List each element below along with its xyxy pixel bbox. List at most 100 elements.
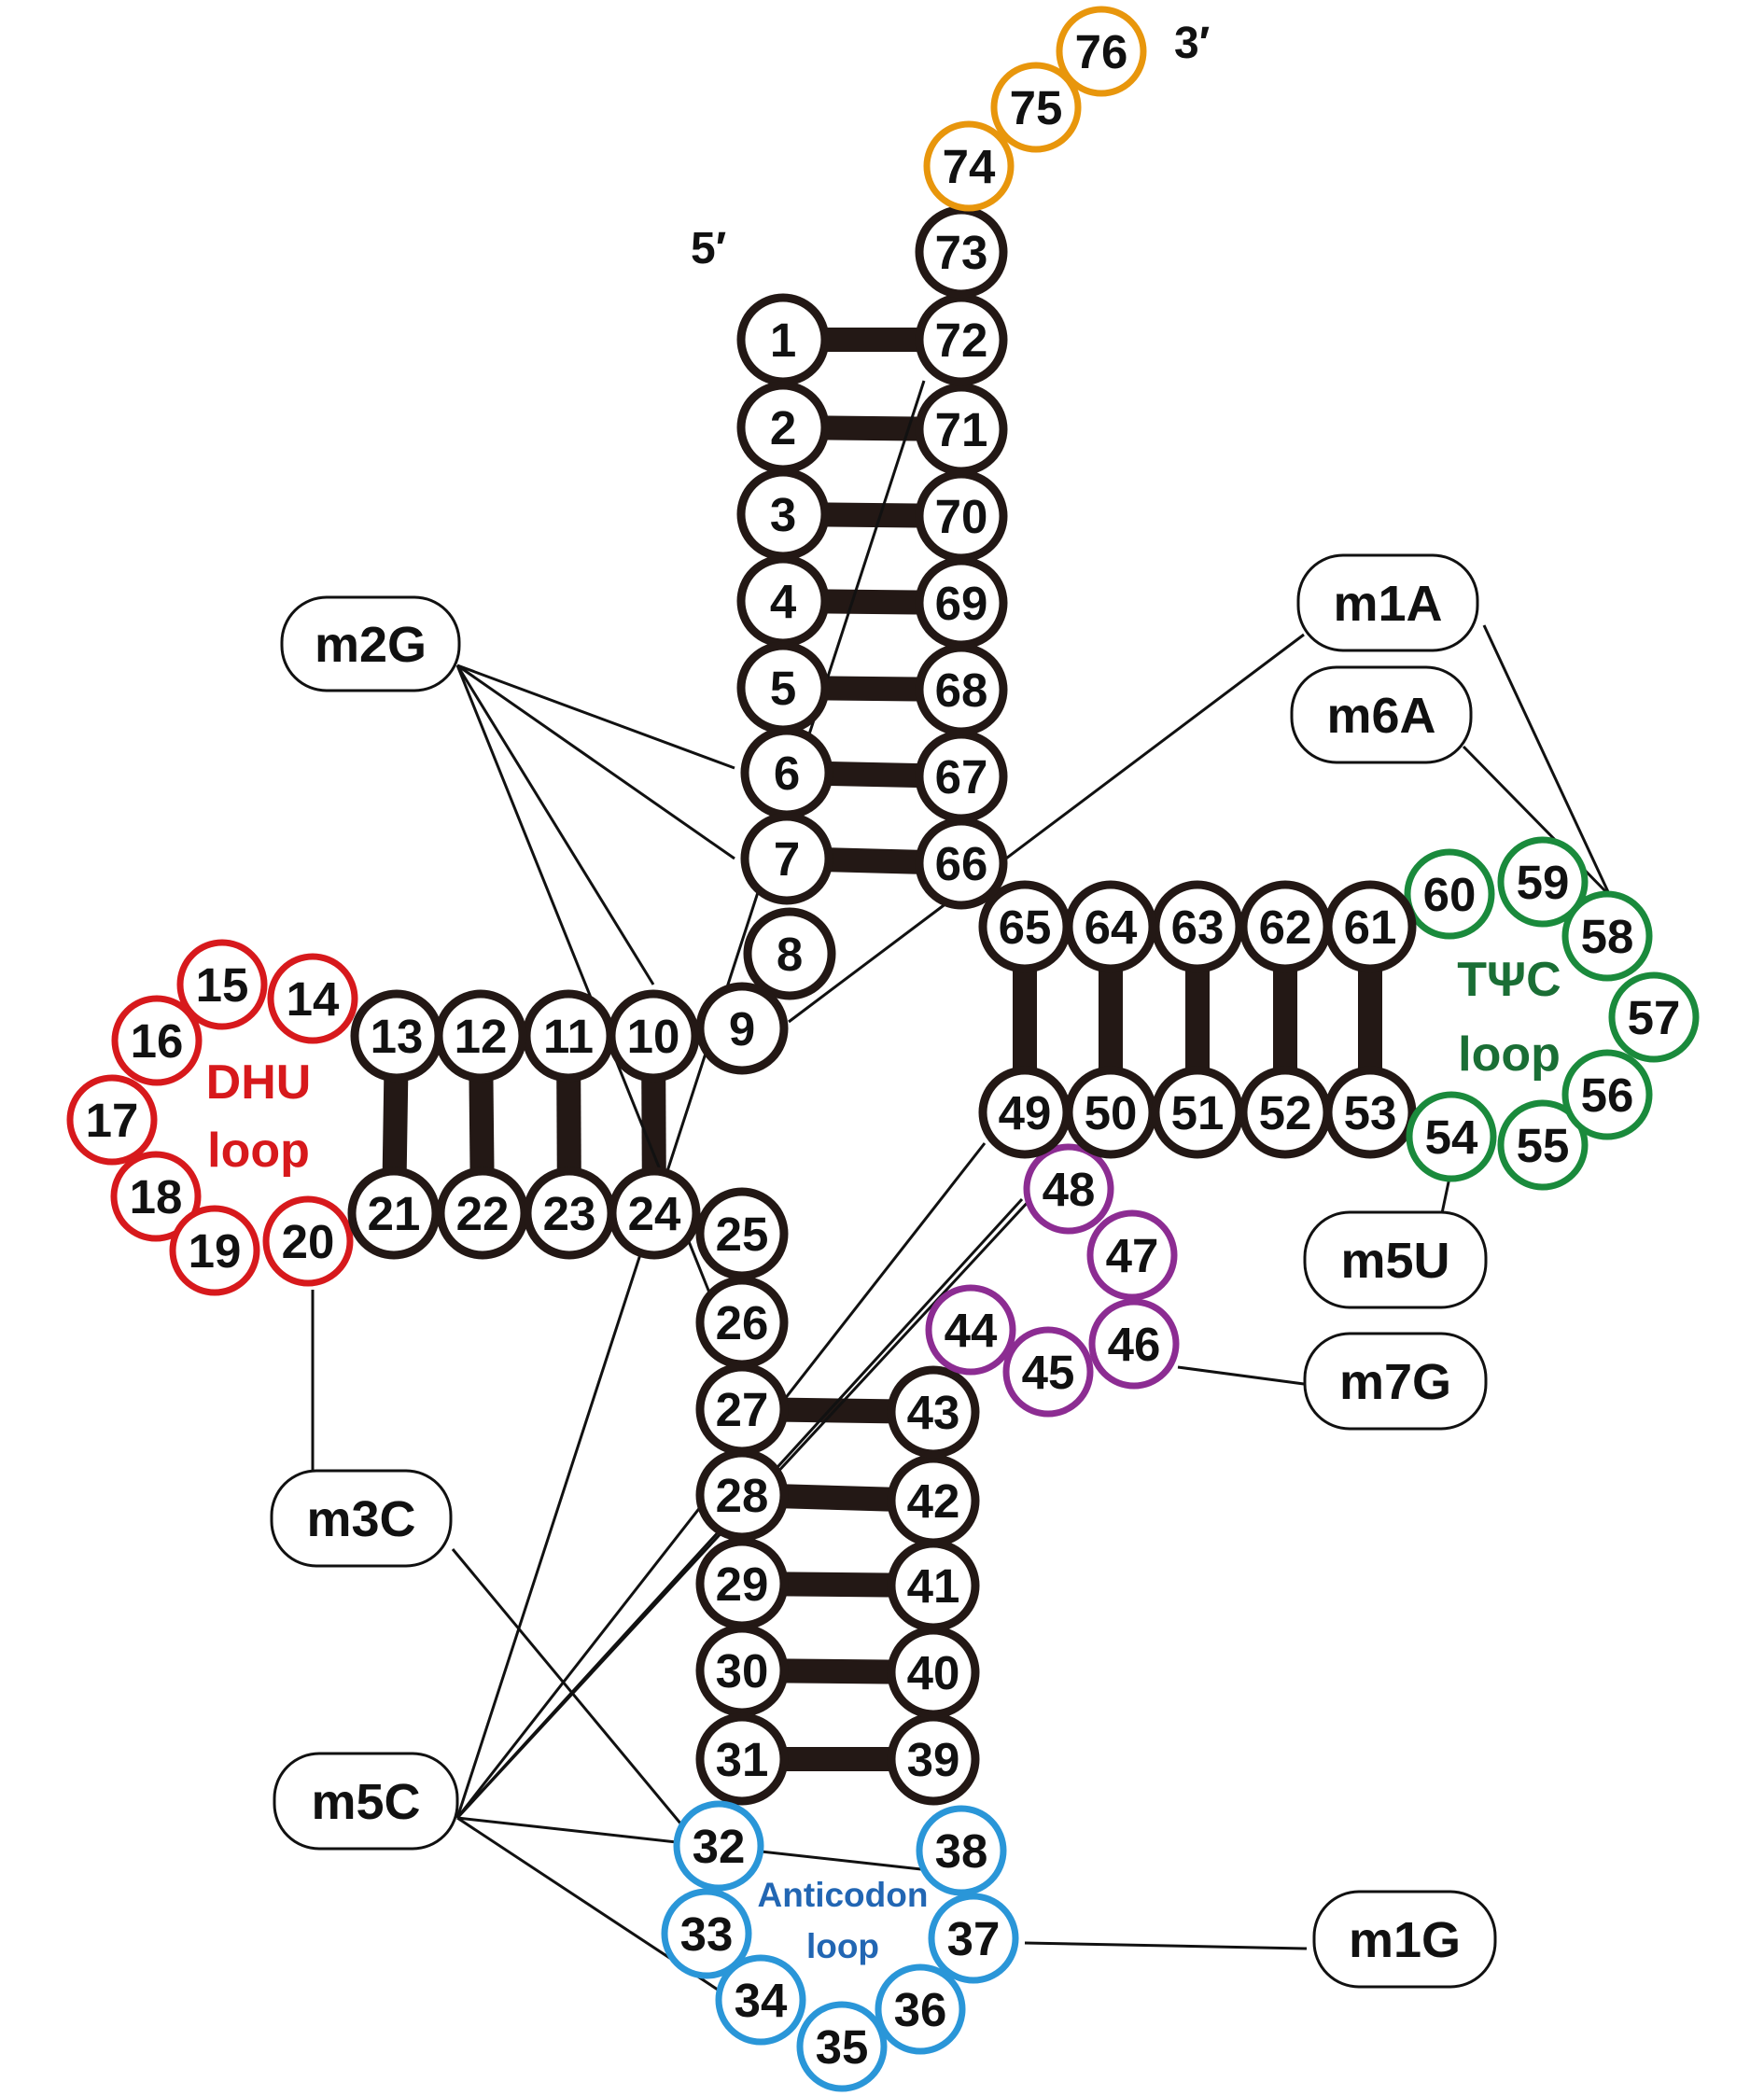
modification-box-outline-m1g <box>1312 1890 1497 1989</box>
nucleotide-33: 33 <box>661 1888 752 1979</box>
nucleotide-circle-76 <box>1056 6 1147 97</box>
nucleotide-label-12: 12 <box>455 1010 508 1063</box>
modification-box-m3c: m3C <box>270 1469 453 1568</box>
modification-box-outline-m2g <box>280 595 461 692</box>
nucleotide-56: 56 <box>1561 1049 1653 1140</box>
nucleotide-circle-46 <box>1088 1298 1180 1390</box>
nucleotide-circle-31 <box>695 1712 789 1806</box>
nucleotide-13: 13 <box>350 989 443 1083</box>
nucleotide-label-32: 32 <box>693 1820 746 1873</box>
nucleotide-circle-60 <box>1404 848 1495 940</box>
nucleotide-8: 8 <box>743 907 836 1000</box>
nucleotide-label-9: 9 <box>729 1002 755 1055</box>
nucleotide-label-27: 27 <box>716 1383 769 1436</box>
nucleotide-circle-7 <box>740 812 833 905</box>
modification-box-m1g: m1G <box>1312 1890 1497 1989</box>
tpsic-loop-label-line2: loop <box>1458 1027 1561 1082</box>
modification-label-m1g: m1G <box>1349 1912 1461 1968</box>
modification-box-m2g: m2G <box>280 595 461 692</box>
modification-box-m6a: m6A <box>1290 665 1473 764</box>
modification-box-m5u: m5U <box>1303 1210 1488 1309</box>
nucleotide-label-28: 28 <box>716 1469 769 1522</box>
modification-box-outline-m5c <box>273 1752 459 1851</box>
nucleotide-label-42: 42 <box>907 1474 960 1528</box>
nucleotide-label-57: 57 <box>1628 991 1681 1044</box>
nucleotide-5: 5 <box>736 641 830 734</box>
nucleotide-label-25: 25 <box>716 1208 769 1261</box>
modification-box-outline-m7g <box>1303 1332 1488 1431</box>
nucleotide-50: 50 <box>1064 1066 1157 1159</box>
nucleotide-label-53: 53 <box>1344 1086 1397 1139</box>
nucleotide-9: 9 <box>695 982 789 1075</box>
nucleotide-label-54: 54 <box>1425 1111 1478 1164</box>
nucleotide-label-71: 71 <box>935 403 988 456</box>
nucleotide-circle-21 <box>347 1167 441 1260</box>
nucleotide-label-56: 56 <box>1581 1069 1634 1122</box>
nucleotide-circle-42 <box>887 1454 980 1547</box>
region-labels: 5′ 3′ DHU loop TΨC loop Anticodon loop <box>206 19 1561 1965</box>
nucleotide-label-11: 11 <box>543 1010 594 1063</box>
nucleotide-circle-25 <box>695 1187 789 1280</box>
tpsic-loop-label-line1: TΨC <box>1457 953 1561 1007</box>
nucleotide-circle-44 <box>925 1284 1016 1376</box>
nucleotide-label-18: 18 <box>130 1170 183 1223</box>
nucleotide-73: 73 <box>915 205 1008 299</box>
nucleotide-label-44: 44 <box>945 1304 998 1357</box>
nucleotide-11: 11 <box>522 989 615 1083</box>
nucleotide-circle-20 <box>262 1195 354 1287</box>
nucleotide-label-65: 65 <box>999 901 1052 954</box>
nucleotide-51: 51 <box>1151 1066 1244 1159</box>
nucleotide-22: 22 <box>436 1167 529 1260</box>
nucleotide-42: 42 <box>887 1454 980 1547</box>
nucleotide-label-45: 45 <box>1022 1346 1075 1399</box>
nucleotide-16: 16 <box>111 995 203 1086</box>
nucleotide-49: 49 <box>978 1066 1071 1159</box>
nucleotide-label-14: 14 <box>287 972 340 1026</box>
nucleotide-21: 21 <box>347 1167 441 1260</box>
modification-box-outline-m1a <box>1296 553 1479 652</box>
nucleotide-circle-14 <box>267 953 358 1044</box>
connector-m1a-to-9 <box>788 633 1305 1024</box>
nucleotide-29: 29 <box>695 1537 789 1630</box>
three-prime-label: 3′ <box>1174 19 1210 68</box>
nucleotide-57: 57 <box>1608 971 1700 1063</box>
nucleotide-label-19: 19 <box>189 1224 242 1278</box>
nucleotide-label-72: 72 <box>935 314 988 367</box>
dhu-loop-label-line2: loop <box>207 1124 310 1178</box>
nucleotide-76: 76 <box>1056 6 1147 97</box>
nucleotide-label-58: 58 <box>1581 910 1634 963</box>
nucleotide-7: 7 <box>740 812 833 905</box>
connector-m3c-to-32 <box>451 1548 683 1825</box>
nucleotide-43: 43 <box>887 1365 980 1459</box>
nucleotide-31: 31 <box>695 1712 789 1806</box>
nucleotide-label-33: 33 <box>680 1907 734 1961</box>
nucleotide-18: 18 <box>110 1151 202 1242</box>
nucleotide-circle-19 <box>169 1205 260 1296</box>
nucleotide-74: 74 <box>923 120 1015 212</box>
nucleotide-circle-16 <box>111 995 203 1086</box>
nucleotide-20: 20 <box>262 1195 354 1287</box>
nucleotide-label-2: 2 <box>770 401 796 454</box>
nucleotide-61: 61 <box>1323 880 1417 973</box>
nucleotide-67: 67 <box>915 730 1008 823</box>
nucleotide-75: 75 <box>990 62 1082 153</box>
modification-box-m1a: m1A <box>1296 553 1479 652</box>
nucleotide-label-70: 70 <box>935 490 988 543</box>
nucleotide-circle-45 <box>1002 1326 1094 1418</box>
nucleotide-53: 53 <box>1323 1066 1417 1159</box>
nucleotide-1: 1 <box>736 293 830 386</box>
modification-box-m7g: m7G <box>1303 1332 1488 1431</box>
modification-box-outline-m6a <box>1290 665 1473 764</box>
nucleotide-circle-8 <box>743 907 836 1000</box>
nucleotide-40: 40 <box>887 1626 980 1719</box>
dhu-loop-label-line1: DHU <box>206 1055 312 1110</box>
nucleotide-71: 71 <box>915 383 1008 476</box>
nucleotide-label-73: 73 <box>935 226 988 279</box>
nucleotide-circle-18 <box>110 1151 202 1242</box>
nucleotide-label-43: 43 <box>907 1386 960 1439</box>
modification-box-outline-m3c <box>270 1469 453 1568</box>
nucleotide-label-55: 55 <box>1517 1119 1570 1172</box>
nucleotide-label-13: 13 <box>371 1010 424 1063</box>
